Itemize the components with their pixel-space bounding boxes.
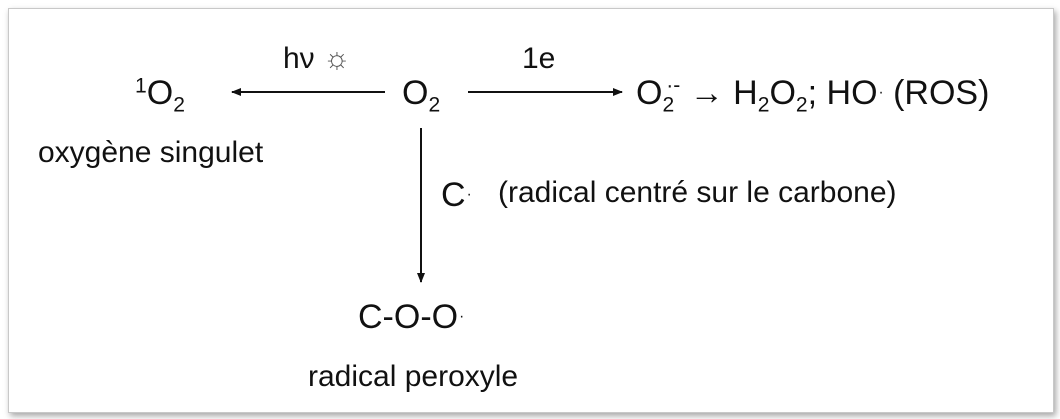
oxygen-formula: O2 [402,74,441,117]
peroxyl-label: radical peroxyle [308,360,519,393]
singlet-oxygen-label: oxygène singulet [38,136,264,169]
diagram-frame [8,8,1054,413]
hv-label: hν ☼ [283,42,351,75]
carbon-radical-symbol: C· [441,176,472,214]
singlet-oxygen-formula: 1O2 [135,74,185,117]
ros-formula: O2·- → H2O2; HO· (ROS) [636,74,990,117]
sun-icon: ☼ [323,42,351,75]
peroxyl-formula: C-O-O· [358,298,465,336]
one-electron-label: 1e [522,42,556,75]
carbon-radical-label: (radical centré sur le carbone) [498,176,897,209]
